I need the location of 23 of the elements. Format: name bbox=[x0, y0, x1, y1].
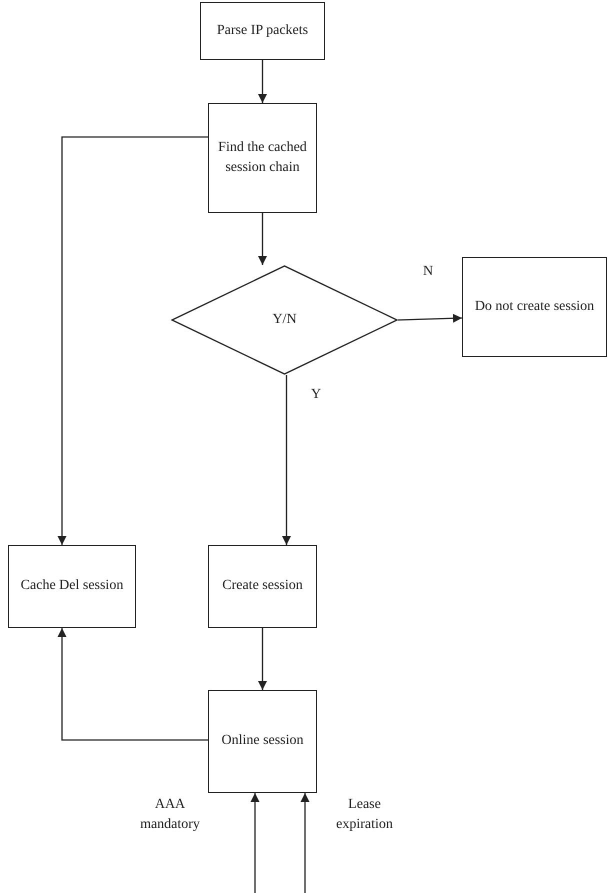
arrow bbox=[258, 628, 267, 690]
process-box bbox=[208, 690, 317, 793]
arrow bbox=[258, 213, 267, 265]
process-box bbox=[208, 545, 317, 628]
node-text: Find the cached session chain bbox=[217, 138, 308, 177]
arrow bbox=[58, 136, 208, 545]
node-text: Parse IP packets bbox=[216, 22, 308, 40]
node-text: Create session bbox=[222, 577, 303, 596]
node-text: Online session bbox=[221, 732, 304, 750]
arrow bbox=[58, 628, 208, 741]
process-box bbox=[208, 103, 317, 213]
arrow bbox=[398, 314, 462, 323]
node-text: Do not create session bbox=[474, 298, 594, 316]
process-box bbox=[8, 545, 136, 628]
arrow bbox=[282, 375, 291, 545]
node-text: Y/N bbox=[272, 310, 297, 329]
process-box bbox=[200, 2, 325, 60]
decision-diamond bbox=[171, 265, 398, 375]
arrow bbox=[258, 60, 267, 103]
node-text: Cache Del session bbox=[20, 577, 124, 596]
arrow bbox=[250, 793, 260, 893]
arrow bbox=[300, 793, 310, 893]
process-box bbox=[462, 257, 607, 357]
